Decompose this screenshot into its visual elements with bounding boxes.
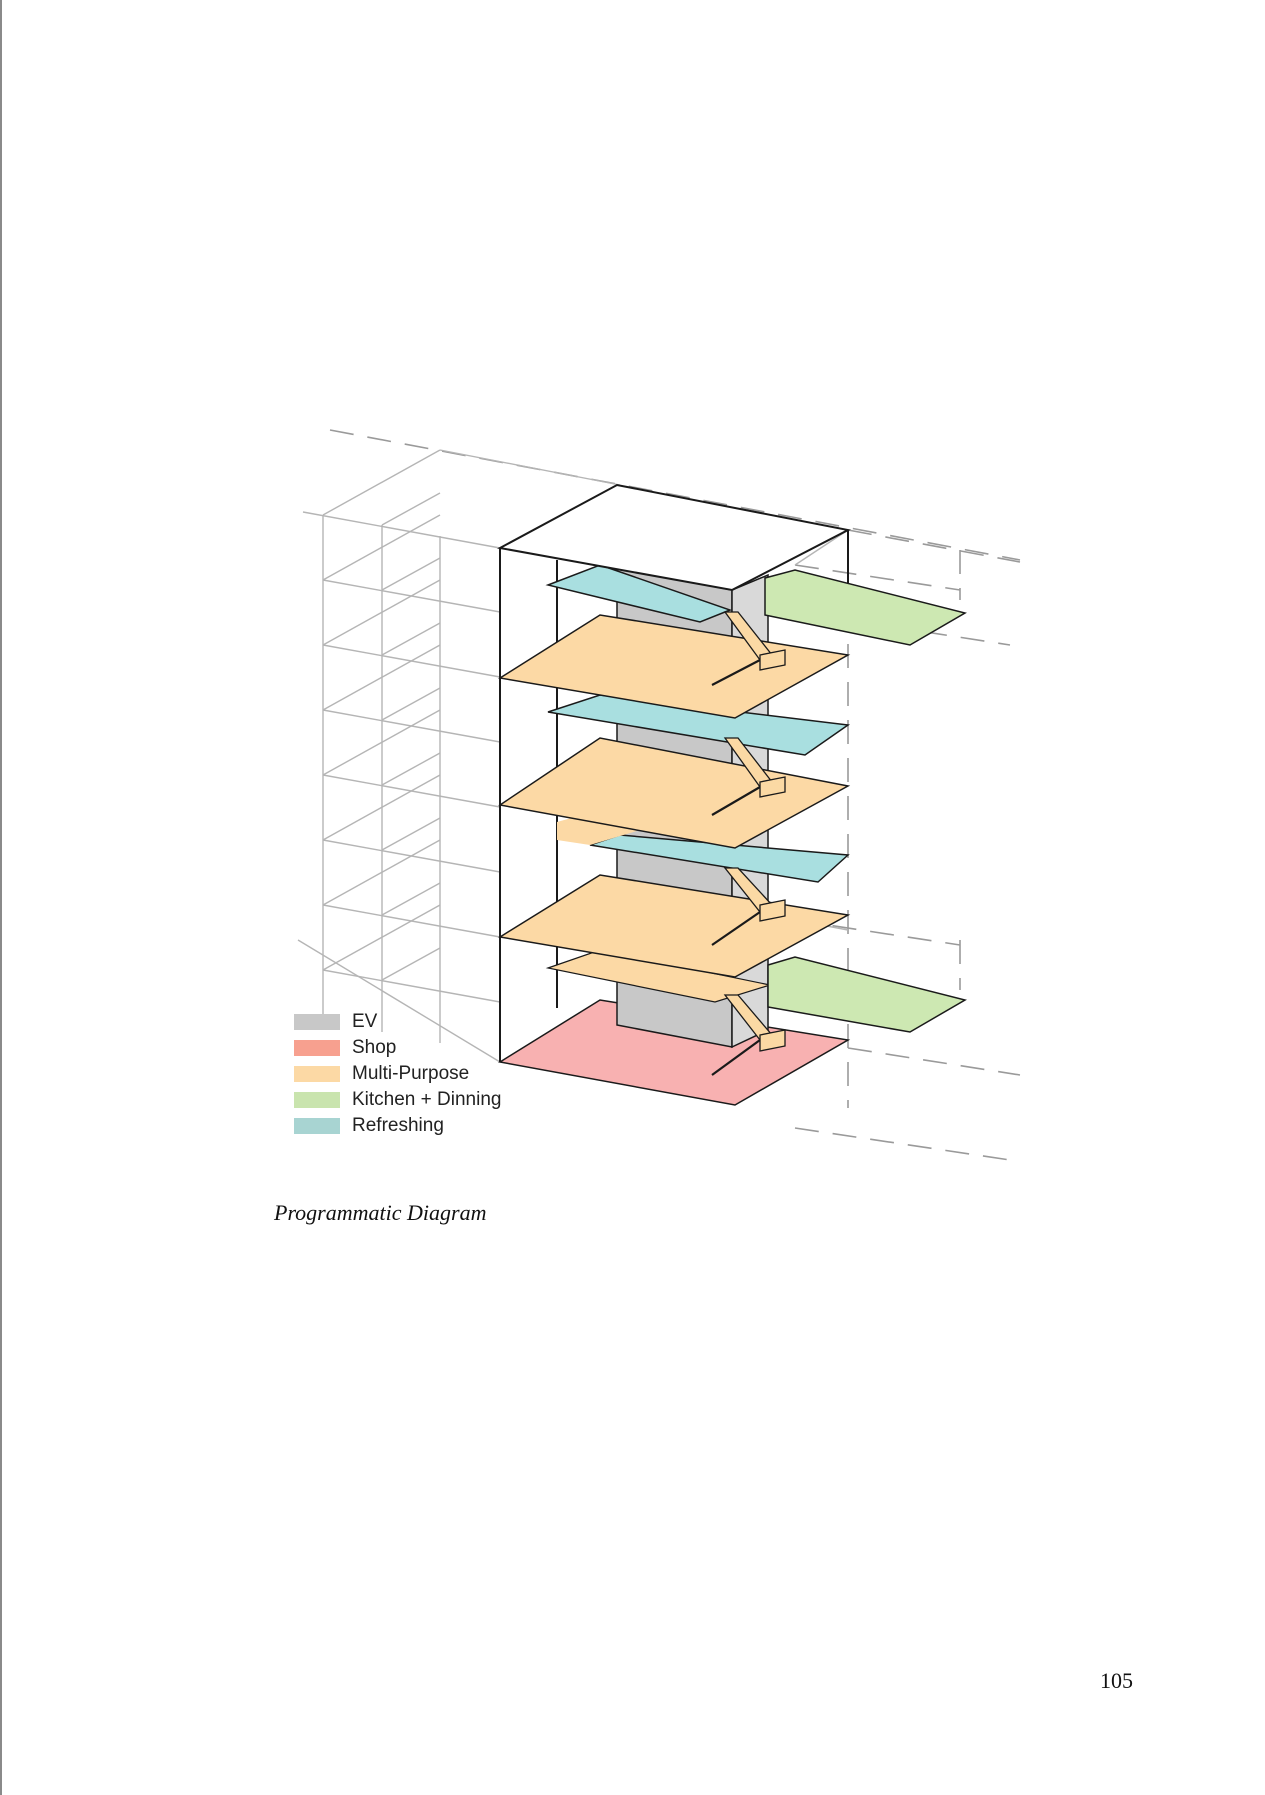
legend-item-ev: EV bbox=[294, 1010, 377, 1034]
legend-swatch-shop bbox=[294, 1040, 340, 1056]
legend-label-ev: EV bbox=[352, 1011, 378, 1032]
refreshing-floor-top bbox=[545, 564, 733, 623]
stair-runs bbox=[723, 611, 786, 1052]
legend-swatch-ev bbox=[294, 1014, 340, 1030]
legend-swatch-refreshing bbox=[294, 1118, 340, 1134]
multipurpose-floor-3 bbox=[497, 614, 851, 719]
legend-item-multi-purpose: Multi-Purpose bbox=[294, 1062, 469, 1086]
page-number: 105 bbox=[1100, 1668, 1133, 1693]
legend-label-kitchen-dinning: Kitchen + Dinning bbox=[352, 1089, 502, 1110]
legend-item-kitchen-dinning: Kitchen + Dinning bbox=[294, 1088, 501, 1112]
kitchen-floor-low bbox=[767, 956, 967, 1033]
roof-plane bbox=[497, 483, 852, 592]
legend-item-refreshing: Refreshing bbox=[294, 1114, 444, 1138]
legend-label-shop: Shop bbox=[352, 1037, 397, 1058]
figure-caption: Programmatic Diagram bbox=[274, 1200, 487, 1225]
kitchen-floor-top bbox=[764, 569, 967, 646]
multipurpose-floor-2 bbox=[498, 737, 851, 849]
legend-swatch-multi-purpose bbox=[294, 1066, 340, 1082]
page-left-border bbox=[0, 0, 2, 1795]
stair-handrails bbox=[711, 659, 761, 1076]
legend-label-multi-purpose: Multi-Purpose bbox=[352, 1063, 470, 1084]
frame-grid bbox=[297, 449, 849, 1063]
legend-label-refreshing: Refreshing bbox=[352, 1115, 444, 1136]
refreshing-floor-3 bbox=[547, 694, 851, 756]
multipurpose-floor-1 bbox=[497, 874, 851, 978]
legend-swatch-kitchen-dinning bbox=[294, 1092, 340, 1108]
legend-item-shop: Shop bbox=[294, 1036, 396, 1060]
